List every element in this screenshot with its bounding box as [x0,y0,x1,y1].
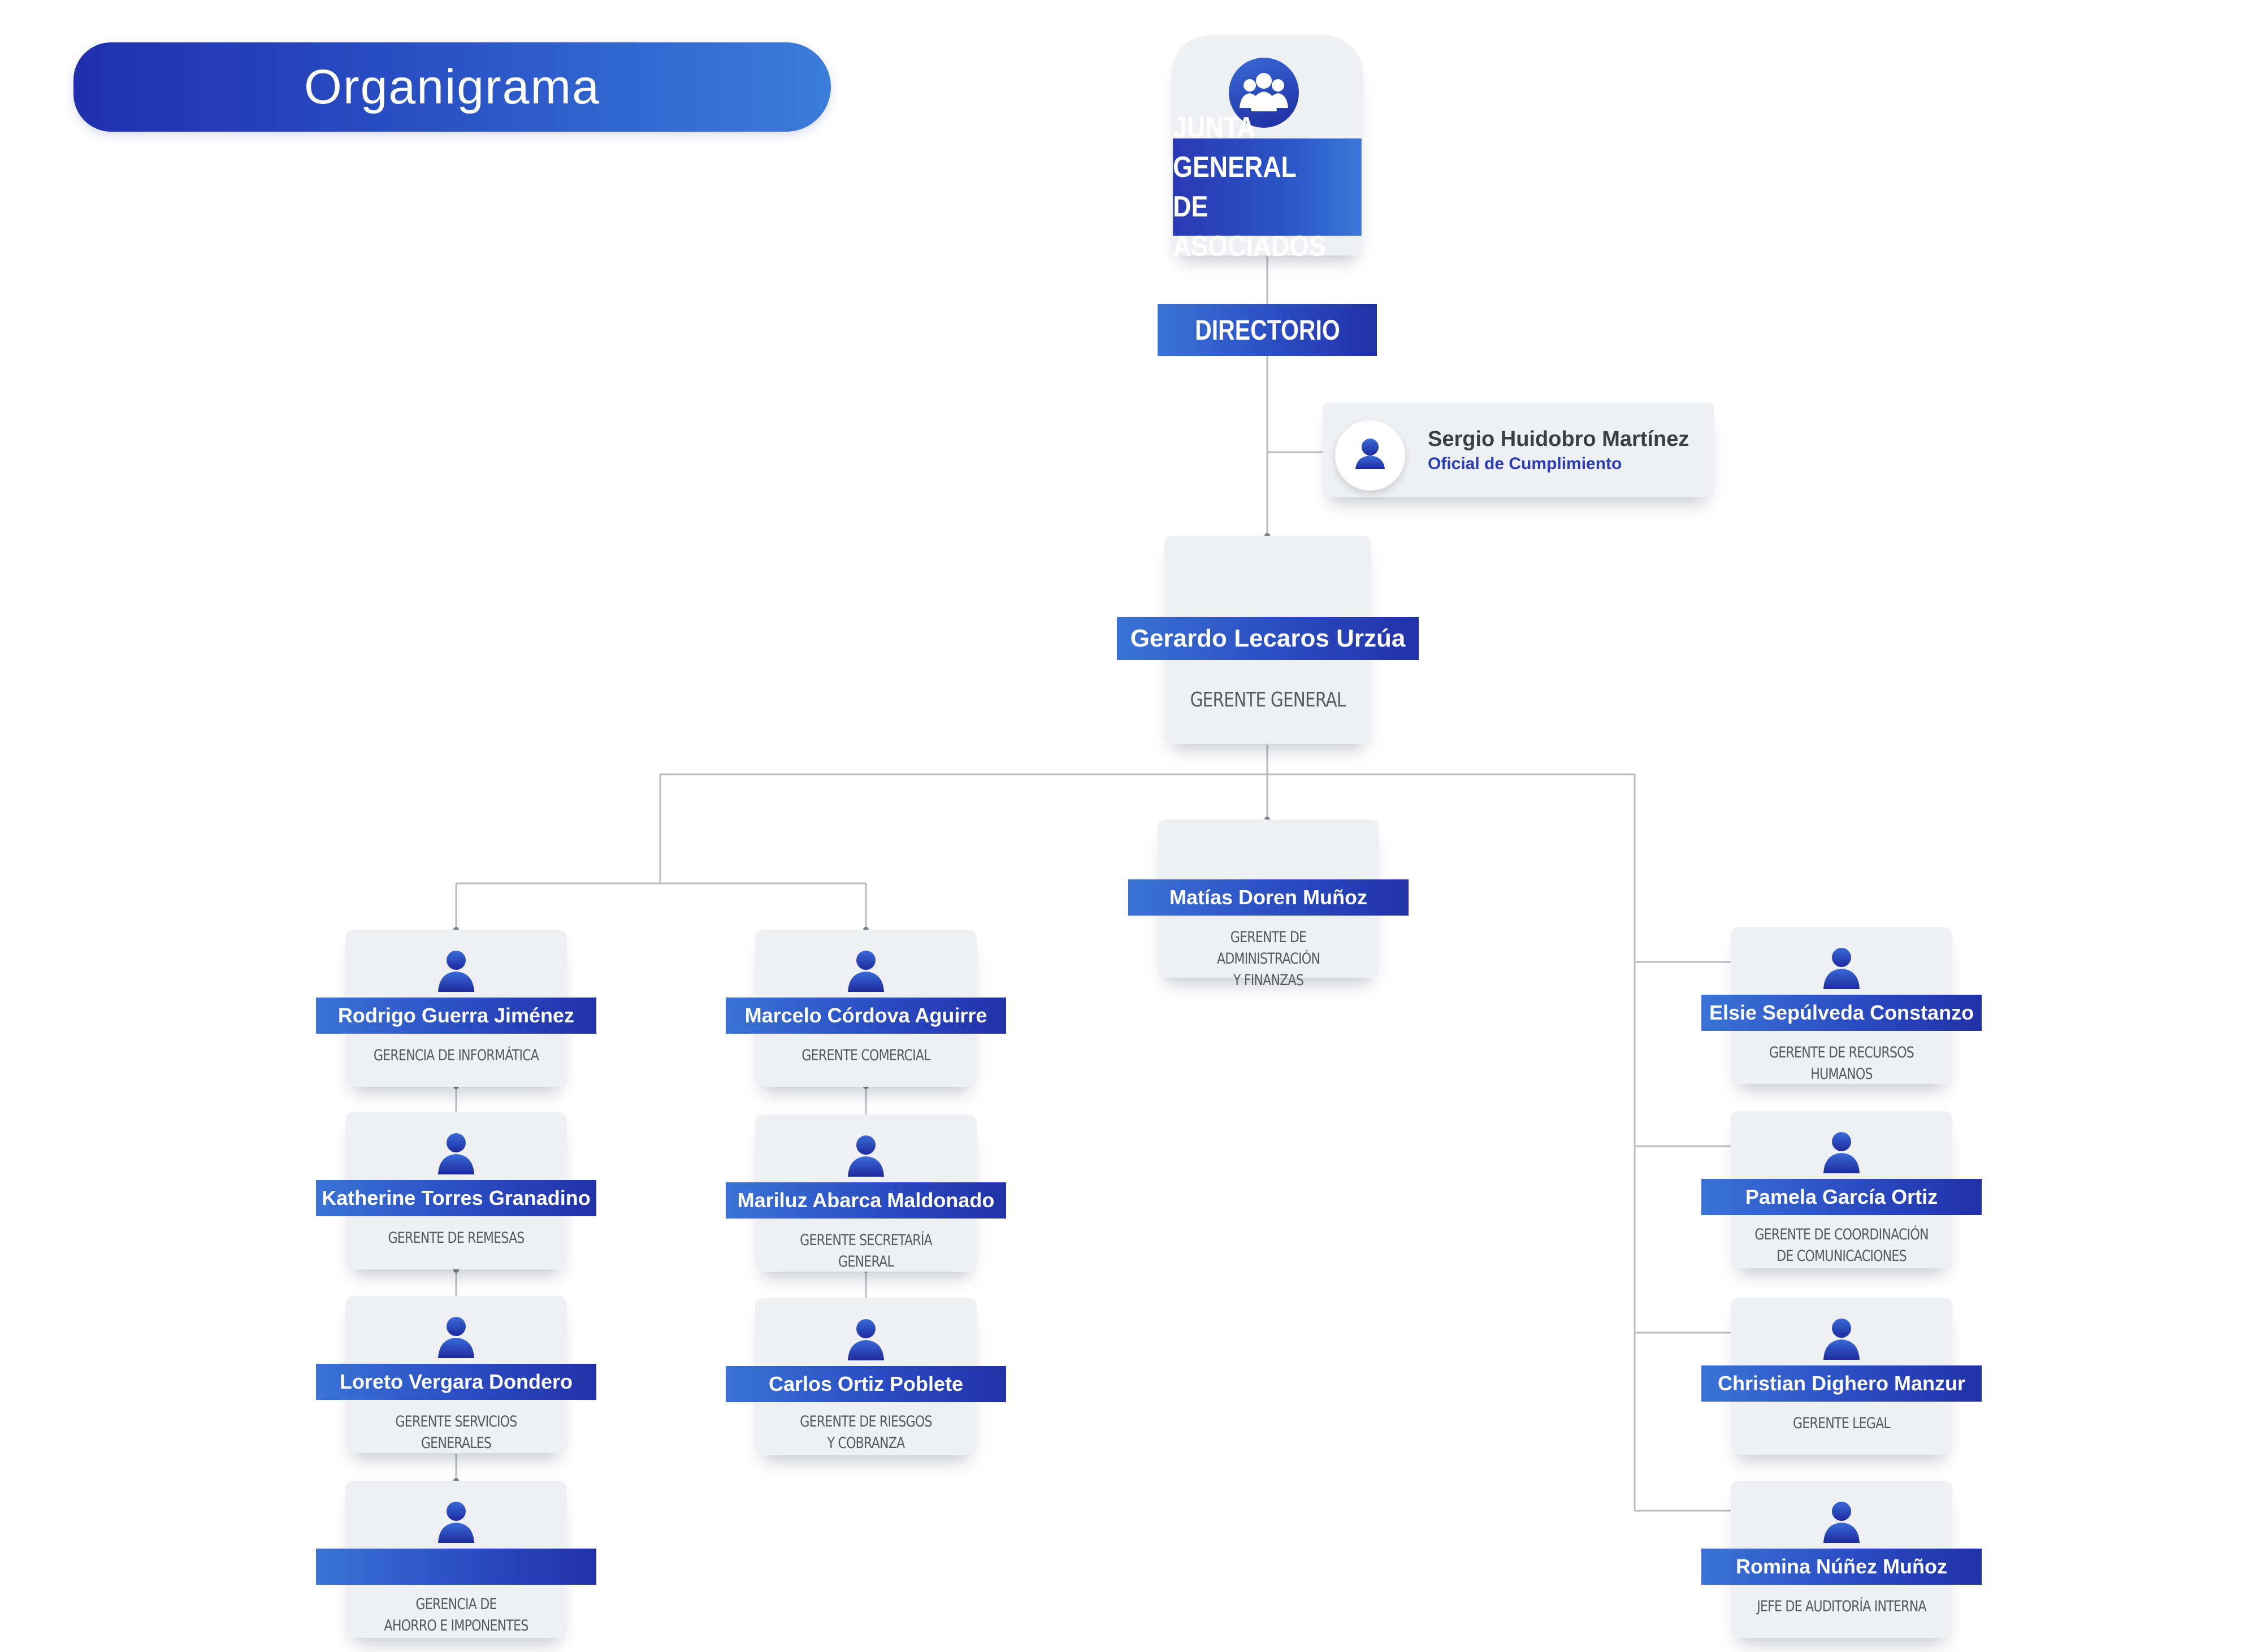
avatar [1335,420,1405,491]
person-name: Christian Dighero Manzur [1701,1365,1982,1402]
person-role: JEFE DE AUDITORÍA INTERNA [1751,1596,1932,1618]
person-icon [1355,439,1385,469]
oficial-role: Oficial de Cumplimiento [1428,454,1622,473]
person-role-line1: GERENTE DE REMESAS [388,1229,525,1247]
person-name: Loreto Vergara Dondero [316,1364,596,1400]
person-role-line1: GERENTE COMERCIAL [801,1047,930,1064]
admin-name: Matías Doren Muñoz [1128,879,1409,916]
person-name: Mariluz Abarca Maldonado [726,1182,1006,1219]
person-icon [435,947,478,995]
person-role: GERENTE COMERCIAL [775,1045,956,1066]
admin-role-line1: GERENTE DE ADMINISTRACIÓN [1216,929,1320,968]
person-role: GERENTE SERVICIOS GENERALES [365,1411,547,1454]
person-name: Rodrigo Guerra Jiménez [316,998,596,1034]
person-role-line1: GERENCIA DE INFORMÁTICA [373,1047,539,1064]
person-role: GERENTE LEGAL [1751,1413,1932,1434]
person-role: GERENCIA DE INFORMÁTICA [365,1045,547,1066]
person-role-line1: GERENTE LEGAL [1793,1415,1891,1432]
person-name: Romina Núñez Muñoz [1701,1549,1982,1585]
directorio-label: DIRECTORIO [1194,314,1340,346]
admin-role: GERENTE DE ADMINISTRACIÓN Y FINANZAS [1177,927,1359,991]
person-role-line1: GERENCIA DE [415,1595,497,1613]
admin-role-line2: Y FINANZAS [1233,972,1304,989]
person-name: Carlos Ortiz Poblete [726,1366,1006,1402]
person-icon [844,1131,887,1180]
junta-title-line1: JUNTA GENERAL [1173,111,1297,184]
person-icon [1820,1315,1863,1363]
person-role-line1: GERENTE SECRETARÍA GENERAL [800,1232,933,1271]
person-role-line1: GERENTE SERVICIOS GENERALES [395,1413,517,1452]
person-role: GERENCIA DE AHORRO E IMPONENTES [365,1594,547,1637]
person-icon [844,1315,887,1364]
person-name [316,1549,596,1585]
person-icon [435,1498,478,1546]
gerente-general-name: Gerardo Lecaros Urzúa [1117,617,1419,660]
gerente-general-role: GERENTE GENERAL [1190,688,1346,712]
person-role: GERENTE DE COORDINACIÓN DE COMUNICACIONES [1751,1224,1932,1267]
person-role-line1: GERENTE DE RIESGOS [800,1413,932,1430]
person-icon [1820,1498,1863,1546]
oficial-name: Sergio Huidobro Martínez [1428,427,1689,451]
page-title: Organigrama [304,59,600,114]
person-icon [844,947,887,995]
person-icon [435,1129,478,1178]
person-role-line2: AHORRO E IMPONENTES [384,1617,529,1634]
group-icon [1229,58,1299,128]
person-name: Pamela García Ortiz [1701,1179,1982,1215]
person-role: GERENTE DE RIESGOS Y COBRANZA [775,1411,956,1454]
person-role: GERENTE SECRETARÍA GENERAL [775,1230,956,1273]
person-icon [1820,1128,1863,1177]
person-role-line2: DE COMUNICACIONES [1777,1247,1907,1265]
page-title-banner: Organigrama [73,42,831,132]
person-role: GERENTE DE REMESAS [365,1228,547,1249]
person-name: Marcelo Córdova Aguirre [726,998,1006,1034]
person-role-line2: Y COBRANZA [827,1434,905,1452]
person-role-line1: GERENTE DE RECURSOS HUMANOS [1769,1044,1914,1083]
person-role: GERENTE DE RECURSOS HUMANOS [1751,1042,1932,1085]
oficial-card: Sergio Huidobro Martínez Oficial de Cump… [1323,402,1714,497]
person-name: Katherine Torres Granadino [316,1180,596,1216]
person-icon [435,1313,478,1362]
directorio-box: DIRECTORIO [1158,304,1377,356]
person-role-line1: GERENTE DE COORDINACIÓN [1754,1226,1929,1243]
person-role-line1: JEFE DE AUDITORÍA INTERNA [1757,1598,1926,1615]
person-name: Elsie Sepúlveda Constanzo [1701,995,1982,1031]
junta-title: JUNTA GENERAL DE ASOCIADOS [1173,111,1362,263]
person-icon [1820,944,1863,992]
junta-title-line2: DE ASOCIADOS [1173,190,1326,263]
